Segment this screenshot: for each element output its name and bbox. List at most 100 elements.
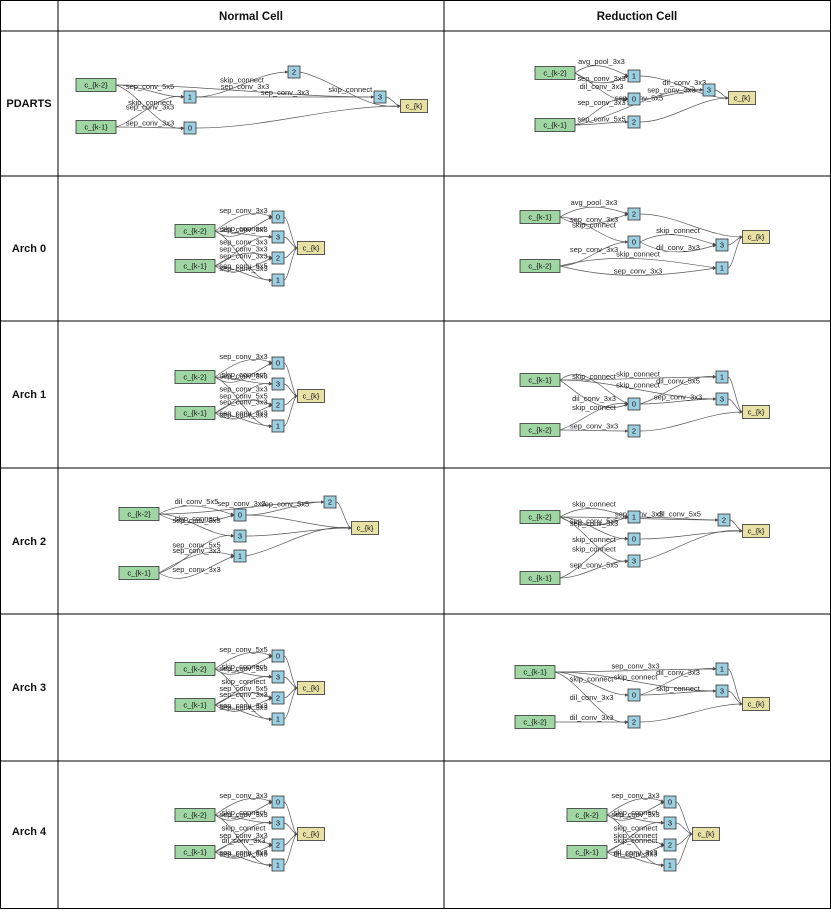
node-label: 2 (328, 498, 332, 507)
node-label: 2 (722, 516, 726, 525)
node-n0: 0 (627, 235, 641, 249)
edge-label: sep_conv_3x3 (219, 664, 267, 673)
node-box (534, 66, 576, 80)
node-box (174, 406, 216, 420)
node-box (297, 389, 325, 403)
node-box (715, 684, 729, 698)
node-k2: c_{k-2} (519, 423, 561, 437)
node-n3: 3 (271, 230, 285, 244)
node-box (233, 508, 247, 522)
edge-k2-to-n3 (214, 668, 273, 679)
edge-k2-to-n3 (214, 230, 273, 239)
edge-label: skip_connect (222, 677, 267, 686)
cell-diagrams: sep_conv_3x3sep_conv_5x5sep_conv_3x3skip… (75, 57, 770, 872)
edge-label: dil_conv_5x5 (656, 377, 700, 386)
edge-label: sep_conv_3x3 (219, 352, 267, 361)
node-label: c_{k-1} (183, 262, 207, 271)
node-box (627, 715, 641, 729)
diagram-reduction-row-0: avg_pool_3x3sep_conv_3x3dil_conv_3x3sep_… (534, 57, 756, 132)
node-box (271, 691, 285, 705)
node-label: c_{k-2} (183, 811, 207, 820)
node-label: c_{k-1} (127, 569, 151, 578)
node-k2: c_{k-2} (174, 224, 216, 238)
node-box (627, 532, 641, 546)
edge-k1-to-n1 (158, 552, 235, 574)
node-k1: c_{k-1} (174, 698, 216, 712)
node-box (118, 507, 160, 521)
node-box (627, 235, 641, 249)
edge-label: sep_conv_3x3 (219, 385, 267, 394)
node-k1: c_{k-1} (514, 665, 556, 679)
node-label: 3 (720, 687, 724, 696)
edge-k2-to-n3 (559, 516, 629, 564)
node-box (715, 392, 729, 406)
node-n3: 3 (627, 554, 641, 568)
node-box (174, 259, 216, 273)
edge-label: skip_connect (616, 381, 661, 390)
edge-label: sep_conv_3x3 (647, 86, 695, 95)
node-n0: 0 (271, 795, 285, 809)
edge-k1-to-n0 (559, 216, 629, 244)
node-box (174, 662, 216, 676)
edge-label: sep_conv_3x3 (126, 102, 174, 111)
node-label: c_{k-1} (523, 668, 547, 677)
edge-label: sep_conv_3x3 (219, 810, 267, 819)
edge-label: sep_conv_5x5 (219, 684, 267, 693)
node-label: 0 (276, 798, 280, 807)
diagram-reduction-row-4: sep_conv_3x3skip_connectdil_conv_3x3skip… (514, 662, 770, 729)
edge-label: sep_conv_5x5 (577, 115, 625, 124)
edge-label: sep_conv_3x3 (172, 546, 220, 555)
node-box (519, 571, 561, 585)
node-label: 3 (632, 557, 636, 566)
edge-k1-to-n2 (559, 206, 629, 218)
edge-k1-to-n2 (559, 213, 629, 225)
node-out: c_{k} (297, 827, 325, 841)
node-label: 1 (276, 861, 280, 870)
edge-k1-to-n2 (606, 839, 665, 853)
edge-n3-to-out (385, 96, 401, 108)
node-n3: 3 (715, 684, 729, 698)
edge-label: skip_connect (656, 684, 701, 693)
edge-k1-to-n2 (214, 692, 273, 706)
edge-k2-to-n0 (158, 513, 235, 524)
node-box (297, 681, 325, 695)
node-n3: 3 (663, 816, 677, 830)
node-box (271, 816, 285, 830)
edge-label: skip_connect (614, 831, 659, 840)
edge-n1-to-n2 (195, 70, 289, 98)
node-label: 0 (632, 400, 636, 409)
node-label: 1 (238, 552, 242, 561)
edge-label: dil_conv_3x3 (570, 713, 614, 722)
edge-n1-to-out (675, 832, 693, 866)
node-n2: 2 (271, 691, 285, 705)
node-box (400, 99, 428, 113)
node-k1: c_{k-1} (534, 118, 576, 132)
edge-label: skip_connect (572, 500, 617, 509)
edge-k2-to-n0 (214, 651, 273, 670)
node-label: c_{k-1} (183, 409, 207, 418)
node-box (742, 524, 770, 538)
node-box (287, 65, 301, 79)
node-label: c_{k-1} (528, 213, 552, 222)
node-n0: 0 (271, 649, 285, 663)
node-box (174, 370, 216, 384)
node-label: c_{k} (748, 527, 765, 536)
edge-n1-to-out (639, 75, 729, 100)
node-box (183, 90, 197, 104)
node-k1: c_{k-1} (566, 845, 608, 859)
node-n1: 1 (627, 69, 641, 83)
node-label: 1 (276, 276, 280, 285)
node-box (174, 698, 216, 712)
node-box (233, 529, 247, 543)
edge-k2-to-n0 (214, 797, 273, 816)
edge-label: sep_conv_3x3 (219, 372, 267, 381)
edge-k1-to-n2 (214, 257, 273, 273)
node-box (627, 424, 641, 438)
node-out: c_{k} (728, 91, 756, 105)
node-n0: 0 (627, 397, 641, 411)
node-n1: 1 (715, 662, 729, 676)
node-box (271, 795, 285, 809)
edge-n3-to-out (727, 235, 743, 246)
edge-k1-to-n2 (214, 404, 273, 420)
